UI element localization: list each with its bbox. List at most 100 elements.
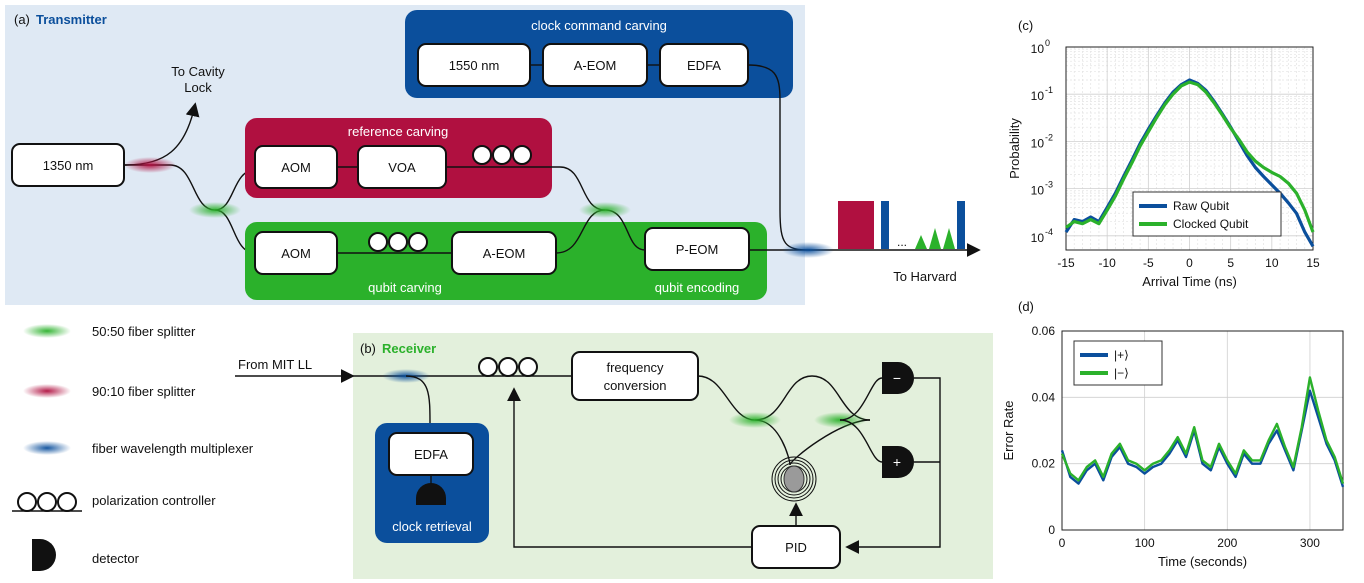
plot-frame — [1061, 330, 1344, 531]
y-tick-exponent: -4 — [1045, 227, 1053, 237]
x-axis-label: Time (seconds) — [1158, 554, 1247, 569]
y-tick-label: 10 — [1031, 184, 1045, 198]
pid-label: PID — [785, 540, 807, 555]
x-tick-label: 100 — [1135, 536, 1155, 550]
green-splitter-icon — [729, 412, 781, 428]
frequency-conversion-line2: conversion — [604, 378, 667, 393]
chart-d-panel-letter: (d) — [1018, 299, 1034, 314]
y-axis-label: Error Rate — [1001, 401, 1016, 461]
y-tick-label: 10 — [1031, 136, 1045, 150]
x-tick-label: -15 — [1057, 256, 1075, 270]
receiver-edfa-label: EDFA — [414, 447, 448, 462]
legend-box — [1132, 191, 1282, 237]
x-tick-label: 0 — [1186, 256, 1193, 270]
y-axis-label: Probability — [1007, 118, 1022, 179]
receiver-panel-title: Receiver — [382, 341, 436, 356]
legend-blue-multiplexer-icon — [23, 441, 71, 455]
legend-label: 50:50 fiber splitter — [92, 324, 196, 339]
pid-to-polarization-arrow — [507, 387, 752, 548]
clock-edfa-label: EDFA — [687, 58, 721, 73]
x-tick-label: 5 — [1227, 256, 1234, 270]
x-tick-label: 300 — [1300, 536, 1320, 550]
legend-entry: |+⟩ — [1114, 348, 1129, 362]
qubit-encoding-label: qubit encoding — [655, 280, 740, 295]
to-cavity-line1: To Cavity — [171, 64, 225, 79]
fiber-link — [405, 375, 431, 426]
x-tick-label: -10 — [1098, 256, 1116, 270]
pulse-ellipsis: ... — [897, 235, 907, 249]
chart-c-panel-letter: (c) — [1018, 18, 1033, 33]
reference-voa-label: VOA — [388, 160, 416, 175]
receiver-panel-letter: (b) — [360, 341, 376, 356]
qubit-aom-label: AOM — [281, 246, 311, 261]
polarization-controller-icon — [478, 357, 538, 377]
y-tick-label: 0.06 — [1032, 324, 1056, 338]
y-tick-label: 10 — [1031, 231, 1045, 245]
legend-detector-icon — [32, 539, 56, 571]
y-tick-label: 10 — [1031, 89, 1045, 103]
reference-aom-label: AOM — [281, 160, 311, 175]
green-splitter-icon — [579, 202, 631, 218]
y-tick-exponent: -3 — [1045, 180, 1053, 190]
red-splitter-icon — [124, 157, 176, 173]
plot-frame — [1065, 46, 1314, 251]
laser-1550-label: 1550 nm — [449, 58, 500, 73]
clock-aeom-label: A-EOM — [574, 58, 617, 73]
fiber-link — [839, 377, 883, 421]
qubit-carving-label: qubit carving — [368, 280, 442, 295]
y-tick-exponent: 0 — [1045, 38, 1050, 48]
y-tick-label: 0.02 — [1032, 457, 1056, 471]
detector-minus-icon — [882, 362, 914, 394]
legend-entry: |−⟩ — [1114, 366, 1129, 380]
qubit-peom-box — [644, 227, 750, 271]
detector-plus-icon — [882, 446, 914, 478]
legend-entry: Clocked Qubit — [1173, 217, 1249, 231]
legend-box — [1073, 340, 1163, 386]
interferometer-arm — [754, 375, 871, 421]
clock-detector-icon — [416, 483, 446, 505]
detector-plus-label: + — [893, 454, 901, 470]
x-tick-label: -5 — [1143, 256, 1154, 270]
polarization-controller-icon — [368, 232, 428, 252]
clock-retrieval-label: clock retrieval — [392, 519, 472, 534]
legend-green-splitter-icon — [23, 324, 71, 338]
legend-label: detector — [92, 551, 140, 566]
green-splitter-icon — [189, 202, 241, 218]
receiver-input-label: From MIT LL — [238, 357, 312, 372]
detector-minus-label: − — [893, 370, 901, 386]
x-tick-label: 0 — [1059, 536, 1066, 550]
transmitter-panel-title: Transmitter — [36, 12, 107, 27]
x-axis-label: Arrival Time (ns) — [1142, 274, 1237, 289]
reference-carving-title: reference carving — [348, 124, 448, 139]
y-tick-label: 10 — [1031, 42, 1045, 56]
series-line — [1060, 376, 1345, 484]
transmitter-panel-letter: (a) — [14, 12, 30, 27]
polarization-controller-icon — [472, 145, 532, 165]
qubit-peom-label: P-EOM — [676, 242, 719, 257]
x-tick-label: 15 — [1306, 256, 1320, 270]
clock-command-title: clock command carving — [531, 18, 667, 33]
qubit-aeom-label: A-EOM — [483, 246, 526, 261]
to-harvard-label: To Harvard — [893, 269, 957, 284]
y-tick-label: 0 — [1048, 523, 1055, 537]
y-tick-label: 0.04 — [1032, 390, 1056, 404]
legend-polarization-controller-icon — [12, 492, 82, 512]
legend: 50:50 fiber splitter 90:10 fiber splitte… — [12, 324, 254, 571]
x-tick-label: 10 — [1265, 256, 1279, 270]
fiber-stretcher-icon — [771, 456, 817, 502]
legend-label: fiber wavelength multiplexer — [92, 441, 254, 456]
y-tick-exponent: -2 — [1045, 132, 1053, 142]
legend-entry: Raw Qubit — [1173, 199, 1230, 213]
series-line — [1065, 80, 1315, 233]
pulse-train-icon — [838, 201, 965, 249]
frequency-conversion-line1: frequency — [606, 360, 664, 375]
legend-red-splitter-icon — [23, 384, 71, 398]
legend-label: polarization controller — [92, 493, 216, 508]
to-cavity-line2: Lock — [184, 80, 212, 95]
y-tick-exponent: -1 — [1045, 85, 1053, 95]
legend-label: 90:10 fiber splitter — [92, 384, 196, 399]
x-tick-label: 200 — [1217, 536, 1237, 550]
